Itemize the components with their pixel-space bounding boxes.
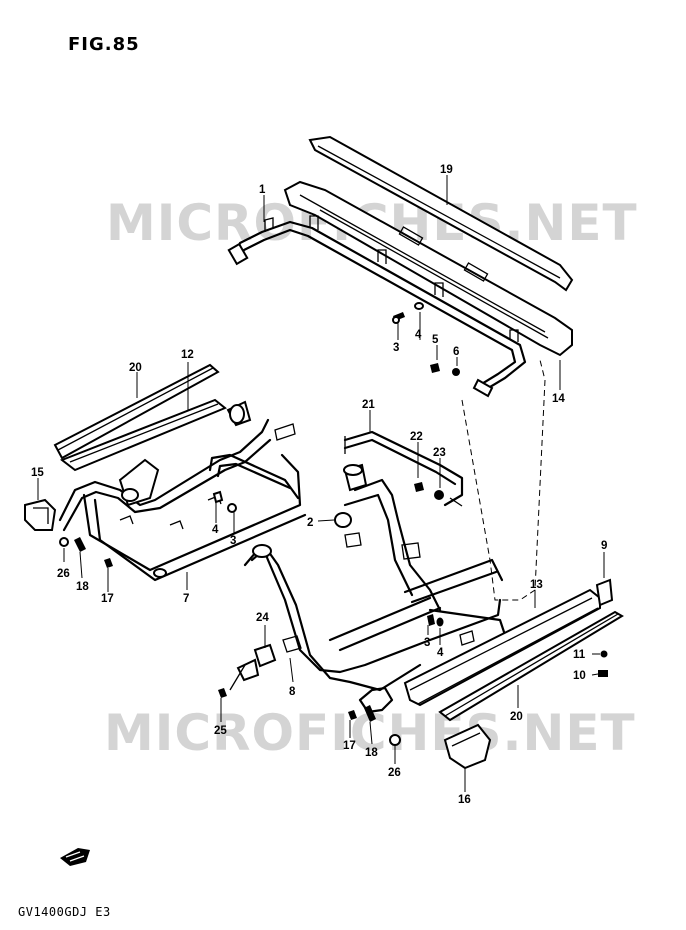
callout-11: 11: [573, 649, 586, 661]
cable-route: [461, 359, 546, 601]
callout-4-right: 4: [437, 647, 444, 659]
callout-12: 12: [181, 349, 194, 361]
callout-18-left: 18: [76, 581, 89, 593]
part-1-upper-guard: [227, 215, 527, 398]
part-21-mount-bracket: [343, 430, 464, 507]
part-15-bracket: [24, 498, 57, 531]
callout-20-left: 20: [129, 362, 142, 374]
callout-25: 25: [214, 725, 227, 737]
callout-19: 19: [440, 164, 453, 176]
callout-4-top: 4: [415, 329, 422, 341]
callout-26-left: 26: [57, 568, 70, 580]
hardware-fasteners: [59, 302, 608, 746]
part-16-cover: [443, 723, 492, 770]
callout-17-bottom: 17: [343, 740, 356, 752]
callout-4-left: 4: [212, 524, 219, 536]
callout-2: 2: [307, 517, 313, 529]
model-code: GV1400GDJ E3: [18, 905, 111, 919]
part-9-end-cap: [595, 578, 614, 607]
part-8-right-guard: [243, 478, 507, 714]
callout-20-right: 20: [510, 711, 523, 723]
callout-22: 22: [410, 431, 423, 443]
callout-18-bottom: 18: [365, 747, 378, 759]
front-direction-arrow-icon: [60, 848, 90, 866]
callout-21: 21: [362, 399, 375, 411]
callout-6: 6: [453, 346, 459, 358]
callout-3-top: 3: [393, 342, 399, 354]
callout-numbers: 1 19 4 3 5 6 14 20 12 15 21 22 23 2 4 3 …: [31, 164, 607, 806]
callout-3-right: 3: [424, 637, 430, 649]
callout-10: 10: [573, 670, 586, 682]
part-24-lock: [229, 643, 277, 691]
part-20-trim-strip-right: [438, 610, 624, 722]
callout-23: 23: [433, 447, 446, 459]
callout-15: 15: [31, 467, 44, 479]
callout-7: 7: [183, 593, 189, 605]
part-13-right-rail: [403, 588, 601, 707]
callout-9: 9: [601, 540, 607, 552]
part-2-rubber-mount: [334, 463, 368, 528]
part-12-left-rail: [59, 398, 227, 472]
callout-16: 16: [458, 794, 471, 806]
callout-26-bottom: 26: [388, 767, 401, 779]
leader-lines: [37, 175, 605, 792]
part-19-trim-strip: [308, 135, 574, 292]
figure-label: FIG.85: [68, 34, 140, 55]
callout-5: 5: [432, 334, 439, 346]
callout-17-left: 17: [101, 593, 114, 605]
callout-24: 24: [256, 612, 269, 624]
callout-1: 1: [259, 184, 266, 196]
part-14-rear-bumper: [283, 180, 573, 357]
callout-13: 13: [530, 579, 543, 591]
callout-3-left: 3: [230, 535, 236, 547]
callout-8: 8: [289, 686, 296, 698]
callout-14: 14: [552, 393, 565, 405]
part-20-trim-strip-left: [53, 363, 220, 460]
